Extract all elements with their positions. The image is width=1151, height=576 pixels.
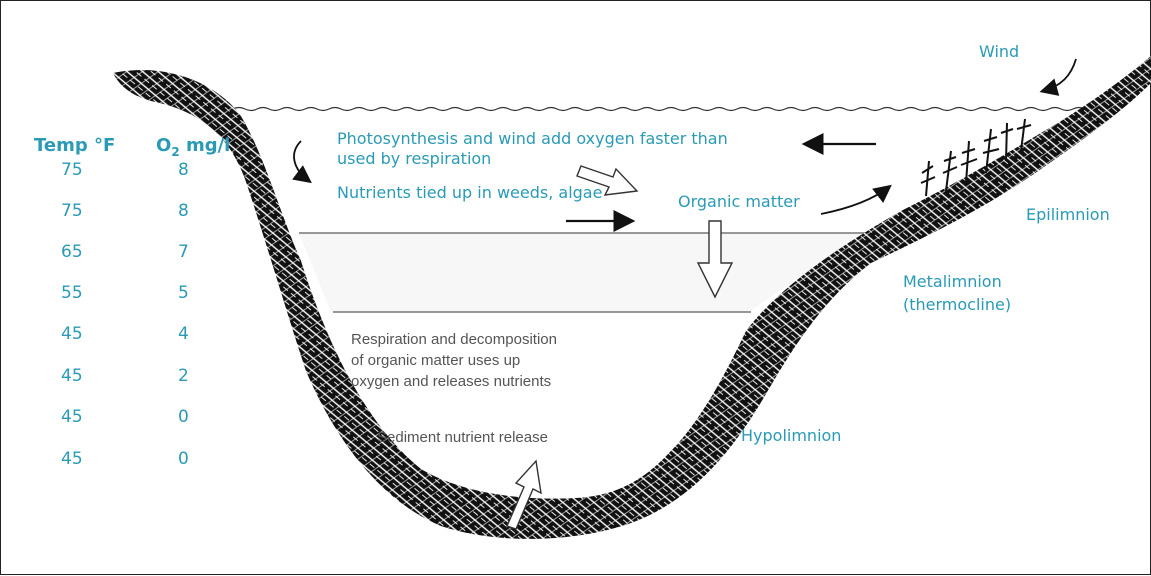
o2-value: 4: [178, 324, 189, 344]
o2-value: 2: [178, 366, 189, 386]
o2-value: 0: [178, 449, 189, 469]
o2-header: O2 mg/l: [156, 135, 230, 159]
photosynthesis-label-line1: Photosynthesis and wind add oxygen faste…: [337, 129, 728, 148]
o2-value: 8: [178, 160, 189, 180]
wind-label: Wind: [979, 42, 1019, 61]
temp-value: 45: [61, 324, 83, 344]
metalimnion-label: Metalimnion: [903, 272, 1002, 291]
temp-values: 75 75 65 55 45 45 45 45: [61, 160, 83, 469]
wind-arrow: [1043, 59, 1076, 91]
temp-value: 75: [61, 160, 83, 180]
temp-value: 55: [61, 283, 83, 303]
o2-value: 8: [178, 201, 189, 221]
o2-value: 5: [178, 283, 189, 303]
temp-value: 45: [61, 407, 83, 427]
epilimnion-label: Epilimnion: [1026, 205, 1110, 224]
respiration-note-line3: oxygen and releases nutrients: [351, 373, 551, 390]
o2-values: 8 8 7 5 4 2 0 0: [178, 160, 189, 469]
temp-value: 65: [61, 242, 83, 262]
sediment-note: Sediment nutrient release: [377, 429, 548, 446]
temp-value: 45: [61, 449, 83, 469]
o2-subscript: 2: [171, 145, 179, 159]
o2-prefix: O: [156, 135, 171, 156]
thermocline-label: (thermocline): [903, 295, 1011, 314]
o2-suffix: mg/l: [180, 135, 231, 156]
o2-value: 0: [178, 407, 189, 427]
photosynthesis-label-line2: used by respiration: [337, 149, 491, 168]
respiration-note-line2: of organic matter uses up: [351, 352, 520, 369]
nutrients-label: Nutrients tied up in weeds, algae: [337, 183, 602, 202]
temp-header: Temp °F: [34, 135, 115, 156]
temp-value: 45: [61, 366, 83, 386]
o2-value: 7: [178, 242, 189, 262]
temp-value: 75: [61, 201, 83, 221]
organic-matter-label: Organic matter: [678, 192, 800, 211]
respiration-note-line1: Respiration and decomposition: [351, 331, 557, 348]
hypolimnion-label: Hypolimnion: [741, 426, 841, 445]
